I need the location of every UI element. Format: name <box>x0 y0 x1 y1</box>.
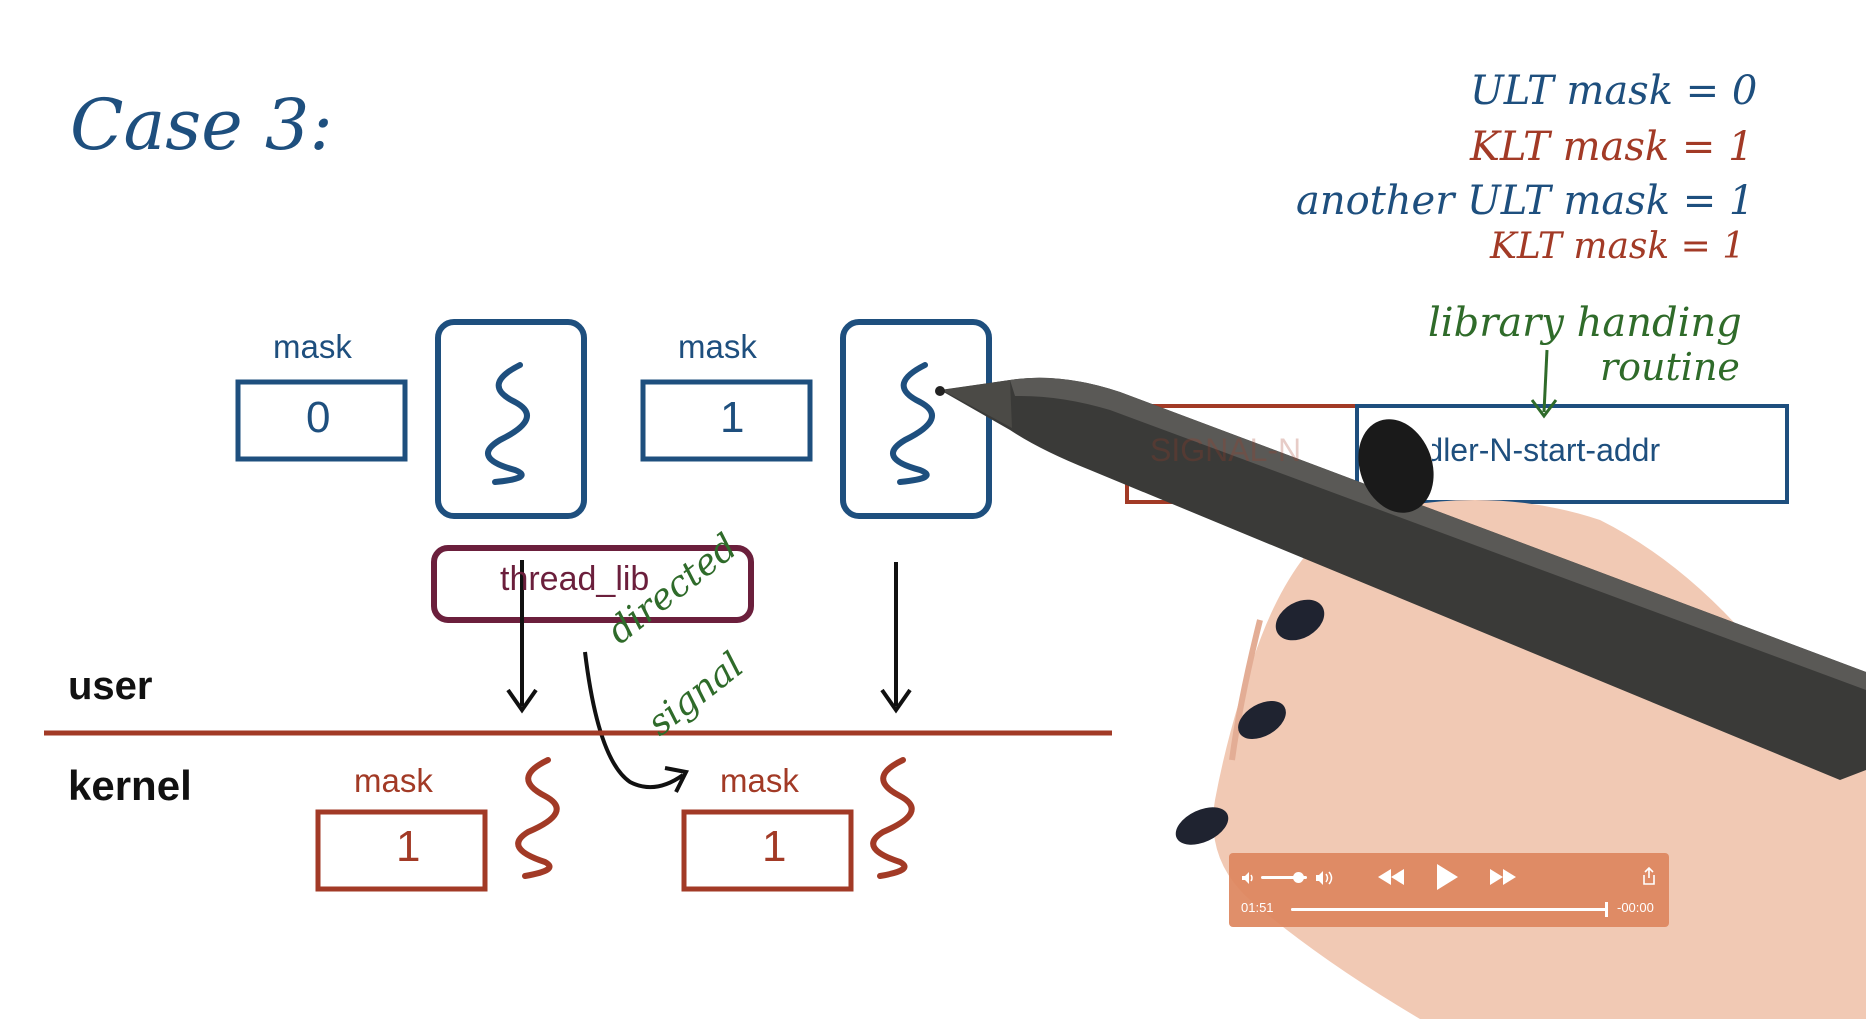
elapsed-time: 01:51 <box>1241 900 1274 915</box>
note-klt-mask: KLT mask = 1 <box>1470 124 1754 170</box>
volume-slider[interactable] <box>1261 872 1307 883</box>
user-label: user <box>68 664 153 708</box>
remaining-time: -00:00 <box>1617 900 1654 915</box>
progress-bar[interactable] <box>1291 902 1608 917</box>
thread-squiggle-icon <box>485 362 530 485</box>
signal-cell-text: SIGNAL-N <box>1150 432 1302 468</box>
video-controls: 01:51 -00:00 <box>1229 853 1669 927</box>
klt-mask-label-2: mask <box>720 762 799 799</box>
note-klt-mask-2: KLT mask = 1 <box>1490 226 1746 267</box>
volume-high-icon[interactable] <box>1315 870 1337 886</box>
note-another-ult-mask: another ULT mask = 1 <box>1296 178 1755 224</box>
play-icon[interactable] <box>1435 863 1459 891</box>
klt-mask-box-2 <box>681 809 854 892</box>
routine-note: routine <box>1600 345 1740 389</box>
ult-thread-box-2 <box>840 319 992 519</box>
volume-low-icon[interactable] <box>1241 871 1257 885</box>
thread-squiggle-icon <box>890 362 935 485</box>
ult-mask-label-1: mask <box>273 328 352 365</box>
ult-mask-value-1: 0 <box>306 393 331 442</box>
arrow-head <box>880 688 912 714</box>
thread-squiggle-icon <box>515 757 560 879</box>
ult-mask-box-2 <box>640 379 813 462</box>
thread-squiggle-icon <box>870 757 915 879</box>
ult-mask-label-2: mask <box>678 328 757 365</box>
klt-mask-label-1: mask <box>354 762 433 799</box>
routine-pointer-line <box>1542 349 1549 413</box>
handler-cell-text: handler-N-start-addr <box>1372 432 1661 468</box>
library-note: library handing <box>1428 300 1742 346</box>
arrow-head <box>664 766 689 793</box>
rewind-icon[interactable] <box>1377 868 1405 886</box>
note-ult-mask: ULT mask = 0 <box>1470 68 1758 114</box>
ult-mask-value-2: 1 <box>720 393 745 442</box>
progress-fill <box>1291 908 1607 911</box>
thread-lib-label: thread_lib <box>500 560 650 598</box>
klt-mask-value-2: 1 <box>762 822 787 871</box>
arrow-head <box>506 688 538 714</box>
volume-knob[interactable] <box>1292 872 1304 883</box>
pen-icon <box>935 377 1866 780</box>
ult-mask-box-1 <box>235 379 408 462</box>
klt-mask-value-1: 1 <box>396 822 421 871</box>
fast-forward-icon[interactable] <box>1489 868 1517 886</box>
handler-table-cell <box>1355 404 1789 504</box>
page-title: Case 3: <box>70 84 334 166</box>
directed-signal-arrow <box>583 651 685 790</box>
ult-thread-box-1 <box>435 319 587 519</box>
progress-scrubber[interactable] <box>1605 902 1608 917</box>
kernel-label: kernel <box>68 762 192 809</box>
klt-mask-box-1 <box>315 809 488 892</box>
share-icon[interactable] <box>1642 867 1656 885</box>
arrow-head <box>1530 399 1558 419</box>
thread-lib-box <box>431 545 754 623</box>
